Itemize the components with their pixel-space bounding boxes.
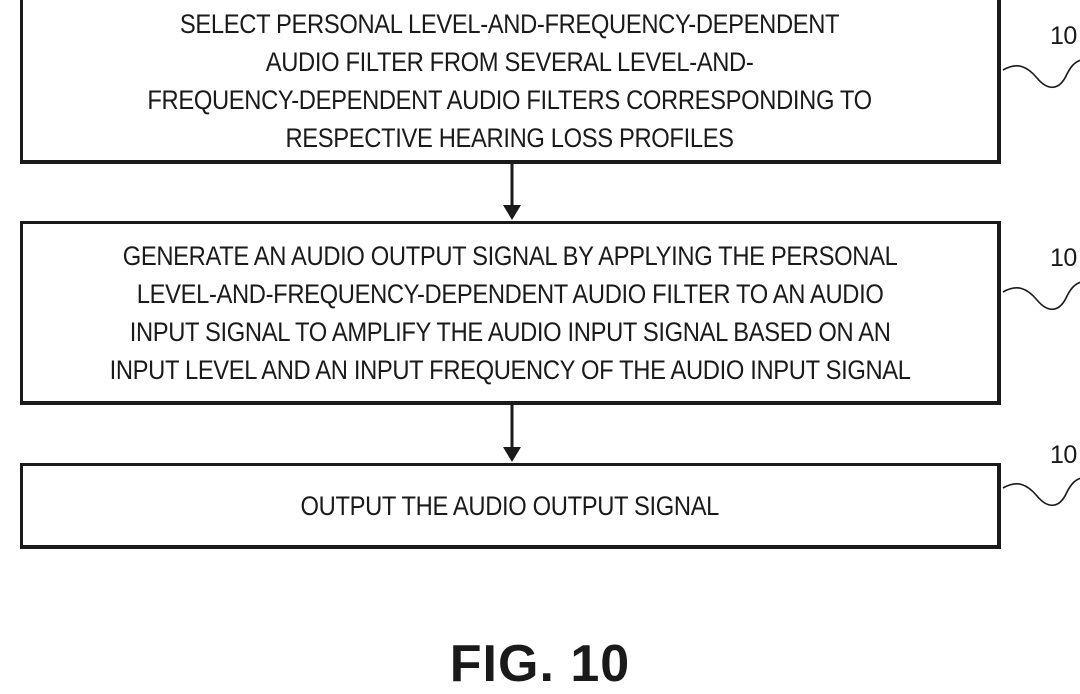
reference-lead-line xyxy=(1003,280,1080,340)
step-text-line: INPUT LEVEL AND AN INPUT FREQUENCY OF TH… xyxy=(109,351,910,389)
reference-numeral: 10 xyxy=(1050,244,1077,273)
step-text-line: LEVEL-AND-FREQUENCY-DEPENDENT AUDIO FILT… xyxy=(109,275,910,313)
flowchart-step-generate-output: GENERATE AN AUDIO OUTPUT SIGNAL BY APPLY… xyxy=(20,221,1001,405)
flowchart-step-output-signal: OUTPUT THE AUDIO OUTPUT SIGNAL xyxy=(20,463,1001,549)
reference-lead-line xyxy=(1003,58,1080,118)
step-text-line: FREQUENCY-DEPENDENT AUDIO FILTERS CORRES… xyxy=(148,81,872,119)
reference-numeral: 10 xyxy=(1050,22,1077,51)
flowchart-step-select-filter: SELECT PERSONAL LEVEL-AND-FREQUENCY-DEPE… xyxy=(20,0,1001,164)
step-text: SELECT PERSONAL LEVEL-AND-FREQUENCY-DEPE… xyxy=(148,5,872,157)
step-text-line: INPUT SIGNAL TO AMPLIFY THE AUDIO INPUT … xyxy=(109,313,910,351)
flow-arrow xyxy=(496,164,528,221)
step-text-line: SELECT PERSONAL LEVEL-AND-FREQUENCY-DEPE… xyxy=(148,5,872,43)
reference-numeral: 10 xyxy=(1050,441,1077,470)
flow-arrow xyxy=(496,405,528,463)
reference-lead-line xyxy=(1003,476,1080,536)
step-text: OUTPUT THE AUDIO OUTPUT SIGNAL xyxy=(301,487,720,525)
step-text-line: RESPECTIVE HEARING LOSS PROFILES xyxy=(148,119,872,157)
step-text: GENERATE AN AUDIO OUTPUT SIGNAL BY APPLY… xyxy=(109,237,910,389)
step-text-line: AUDIO FILTER FROM SEVERAL LEVEL-AND- xyxy=(148,43,872,81)
step-text-line: OUTPUT THE AUDIO OUTPUT SIGNAL xyxy=(301,487,720,525)
step-text-line: GENERATE AN AUDIO OUTPUT SIGNAL BY APPLY… xyxy=(109,237,910,275)
figure-title: FIG. 10 xyxy=(0,634,1080,694)
